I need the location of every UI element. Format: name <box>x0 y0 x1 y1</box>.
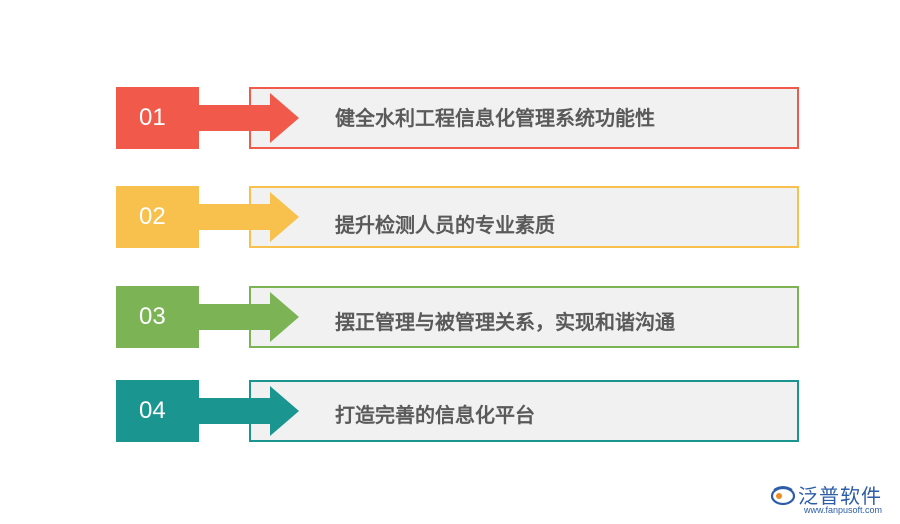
step-number-2: 02 <box>116 186 199 248</box>
step-label-3: 摆正管理与被管理关系，实现和谐沟通 <box>335 310 675 334</box>
step-number-3: 03 <box>116 286 199 348</box>
step-content-box-4 <box>249 380 799 442</box>
step-content-box-3 <box>249 286 799 348</box>
fanpu-logo-icon <box>770 486 796 506</box>
step-row-2: 02 提升检测人员的专业素质 <box>0 186 900 248</box>
step-content-box-2 <box>249 186 799 248</box>
step-number-1: 01 <box>116 87 199 149</box>
step-row-3: 03 摆正管理与被管理关系，实现和谐沟通 <box>0 286 900 348</box>
logo-name: 泛普软件 <box>798 484 882 508</box>
step-row-4: 04 打造完善的信息化平台 <box>0 380 900 442</box>
brand-logo: 泛普软件 www.fanpusoft.com <box>770 480 895 520</box>
step-content-box-1 <box>249 87 799 149</box>
step-number-4: 04 <box>116 380 199 442</box>
step-label-4: 打造完善的信息化平台 <box>335 403 535 427</box>
step-row-1: 01 健全水利工程信息化管理系统功能性 <box>0 87 900 149</box>
step-label-1: 健全水利工程信息化管理系统功能性 <box>335 106 655 130</box>
arrow-right-icon <box>196 292 299 342</box>
step-label-2: 提升检测人员的专业素质 <box>335 213 555 237</box>
logo-url: www.fanpusoft.com <box>804 505 883 515</box>
arrow-right-icon <box>196 93 299 143</box>
arrow-right-icon <box>196 192 299 242</box>
arrow-right-icon <box>196 386 299 436</box>
